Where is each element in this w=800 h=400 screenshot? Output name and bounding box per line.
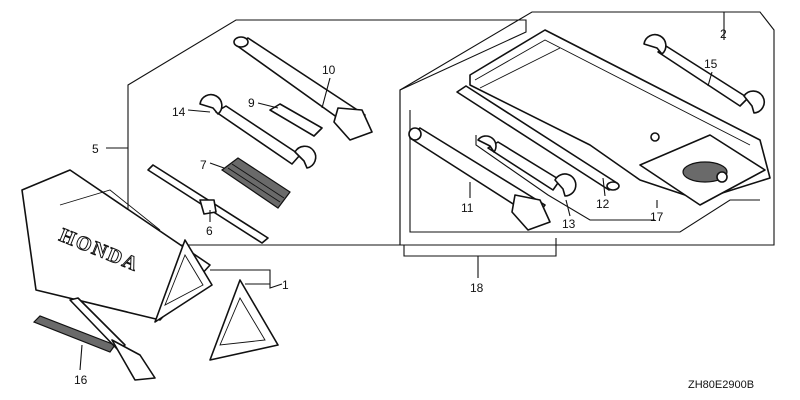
callout-13: 13 xyxy=(562,217,576,231)
leader-10 xyxy=(321,77,331,109)
callout-14: 14 xyxy=(172,105,186,119)
callout-1: 1 xyxy=(282,278,289,292)
leader-12 xyxy=(602,177,606,197)
leader-7 xyxy=(209,162,225,169)
leader-9 xyxy=(257,102,279,109)
leader-1 xyxy=(210,269,283,289)
wrench-15 xyxy=(643,33,765,114)
callout-18: 18 xyxy=(470,281,484,295)
screwdriver xyxy=(220,157,291,209)
leader-14 xyxy=(187,109,211,113)
callout-15: 15 xyxy=(704,57,718,71)
callout-10: 10 xyxy=(322,63,336,77)
tool-case: HONDA xyxy=(21,169,279,361)
socket-wrench-10 xyxy=(233,36,373,141)
extension-bar xyxy=(456,85,620,191)
callout-2: 2 xyxy=(720,27,727,41)
callout-7: 7 xyxy=(200,158,207,172)
callout-9: 9 xyxy=(248,96,255,110)
wrench-14 xyxy=(199,93,317,169)
screwdriver-bit xyxy=(269,103,323,137)
tool-bag xyxy=(469,29,771,206)
leader-18 xyxy=(403,238,557,257)
pliers xyxy=(32,297,156,381)
group-17-frame xyxy=(409,110,760,233)
callout-6: 6 xyxy=(206,224,213,238)
socket-wrench-long xyxy=(408,127,551,231)
leader-13 xyxy=(565,199,571,217)
wrench-small xyxy=(477,135,577,197)
group-2-frame xyxy=(399,11,775,246)
callout-12: 12 xyxy=(596,197,610,211)
diagram-code: ZH80E2900B xyxy=(688,379,754,391)
callout-16: 16 xyxy=(74,373,88,387)
leader-15 xyxy=(707,71,713,87)
callout-17: 17 xyxy=(650,210,664,224)
callout-11: 11 xyxy=(461,201,474,215)
group-13-frame xyxy=(475,135,655,221)
screwdriver-shaft xyxy=(147,164,269,244)
leader-16 xyxy=(79,344,83,371)
callout-5: 5 xyxy=(92,142,99,156)
